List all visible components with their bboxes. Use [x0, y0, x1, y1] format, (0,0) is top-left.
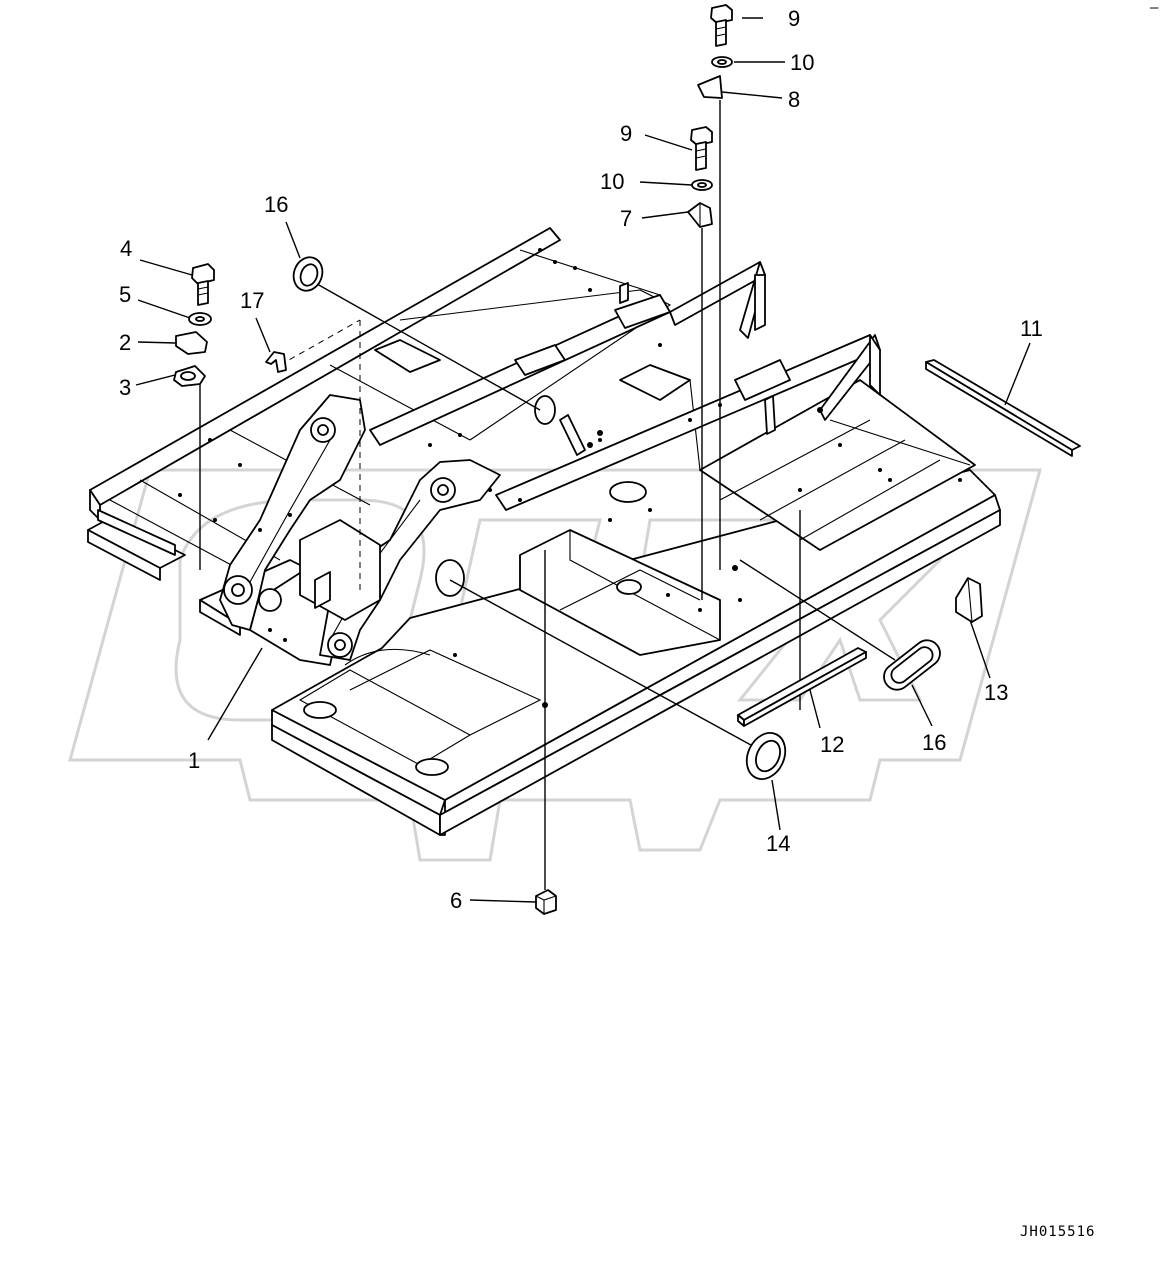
drawing-code: JH015516 [1020, 1224, 1095, 1240]
seal-oval-part-16 [883, 639, 941, 691]
callout-11: 11 [1020, 316, 1043, 341]
cover-part-2 [175, 331, 208, 355]
pad-part-13 [955, 577, 983, 623]
callout-7: 7 [620, 206, 632, 231]
strip-part-11 [925, 359, 1081, 457]
callout-3: 3 [119, 375, 131, 400]
washer-part-5 [188, 312, 212, 326]
callout-labels: 9 10 8 9 10 7 16 4 5 17 2 3 11 13 16 12 … [119, 6, 1043, 913]
callout-17: 17 [240, 288, 264, 313]
plug-part-6 [535, 889, 557, 915]
callout-4: 4 [120, 236, 132, 261]
callout-14: 14 [766, 831, 790, 856]
bolt-part-9-mid [690, 126, 713, 171]
assembly-lines [199, 100, 896, 890]
leader-lines [135, 17, 1031, 903]
washer-part-10-top [711, 56, 733, 68]
gasket-part-3 [173, 365, 206, 387]
callout-6: 6 [450, 888, 462, 913]
clip-part-17 [265, 351, 287, 373]
callout-2: 2 [119, 330, 131, 355]
seal-ring-part-15 [292, 256, 324, 292]
corner-mark: — [1150, 0, 1159, 16]
callout-1: 1 [188, 748, 200, 773]
callout-9-mid: 9 [620, 121, 632, 146]
washer-part-10-mid [691, 179, 713, 191]
revolving-frame [87, 227, 1001, 836]
callout-13: 13 [984, 680, 1008, 705]
seal-ring-part-14 [745, 732, 787, 780]
bolt-part-9-top [710, 4, 733, 47]
callout-12: 12 [820, 732, 844, 757]
callout-10-top: 10 [790, 50, 814, 75]
bolt-part-4 [191, 263, 215, 306]
callout-9-top: 9 [788, 6, 800, 31]
callout-8: 8 [788, 87, 800, 112]
bracket-part-7 [687, 202, 713, 228]
callout-15: 16 [264, 192, 288, 217]
callout-16: 16 [922, 730, 946, 755]
callout-5: 5 [119, 282, 131, 307]
bracket-part-8 [697, 75, 723, 99]
strip-part-12 [737, 647, 867, 727]
callout-10-mid: 10 [600, 169, 624, 194]
